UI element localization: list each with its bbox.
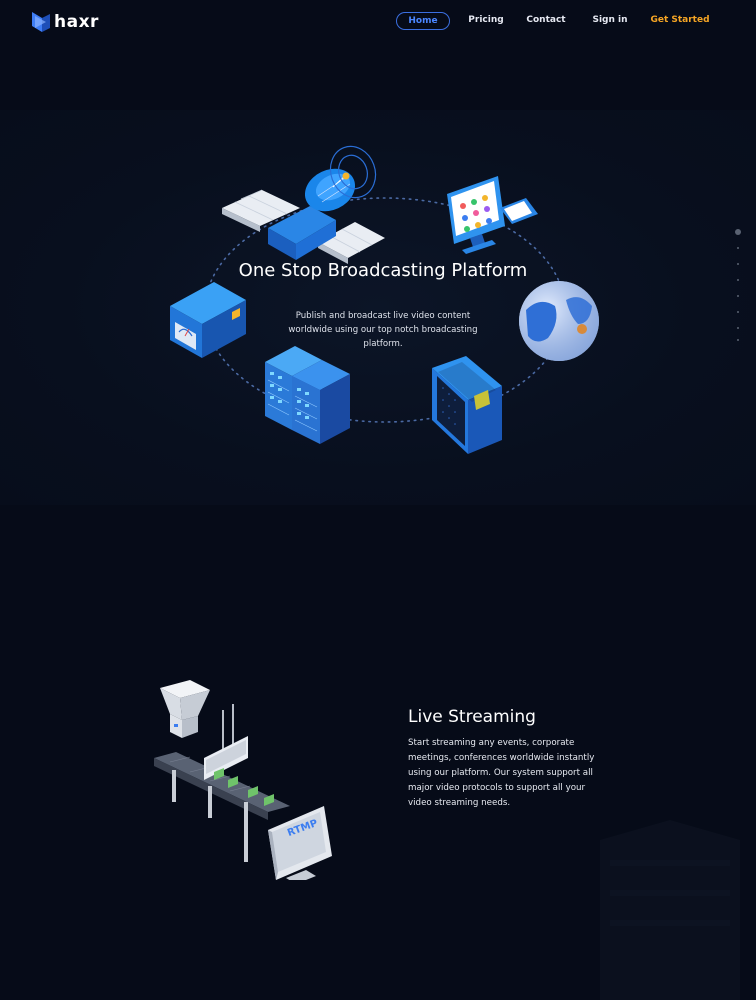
logo-icon [32,12,50,32]
main-nav: Home Pricing Contact Sign in Get Started [396,12,710,30]
satellite-icon [222,145,385,264]
brand-name: haxr [54,12,99,32]
live-streaming-title: Live Streaming [408,707,536,727]
nav-signin-link[interactable]: Sign in [592,15,628,25]
computer-monitor-icon [447,176,538,254]
nav-pricing-link[interactable]: Pricing [468,15,504,25]
live-streaming-description: Start streaming any events, corporate me… [408,738,595,808]
top-nav-bar: haxr Home Pricing Contact Sign in Get St… [0,0,756,42]
server-rack-icon [265,346,350,444]
hero-section: One Stop Broadcasting Platform Publish a… [0,110,756,505]
nav-home-link[interactable]: Home [396,12,450,30]
live-streaming-section: RTMP Live Streaming Start streaming any … [0,660,756,1000]
hero-subtitle: Publish and broadcast live video content… [288,311,478,349]
hero-illustration [170,145,599,454]
globe-icon [519,281,599,361]
nav-contact-link[interactable]: Contact [526,15,566,25]
brand-logo[interactable]: haxr [32,12,99,32]
nav-get-started-button[interactable]: Get Started [650,15,710,25]
rtmp-monitor-icon [268,806,332,880]
hero-title: One Stop Broadcasting Platform [238,260,528,281]
signal-box-icon [170,282,246,358]
video-screen-icon [432,356,502,454]
section-pagination[interactable] [735,228,741,348]
background-silhouette [600,820,740,1000]
conveyor-belt-icon [154,680,332,880]
